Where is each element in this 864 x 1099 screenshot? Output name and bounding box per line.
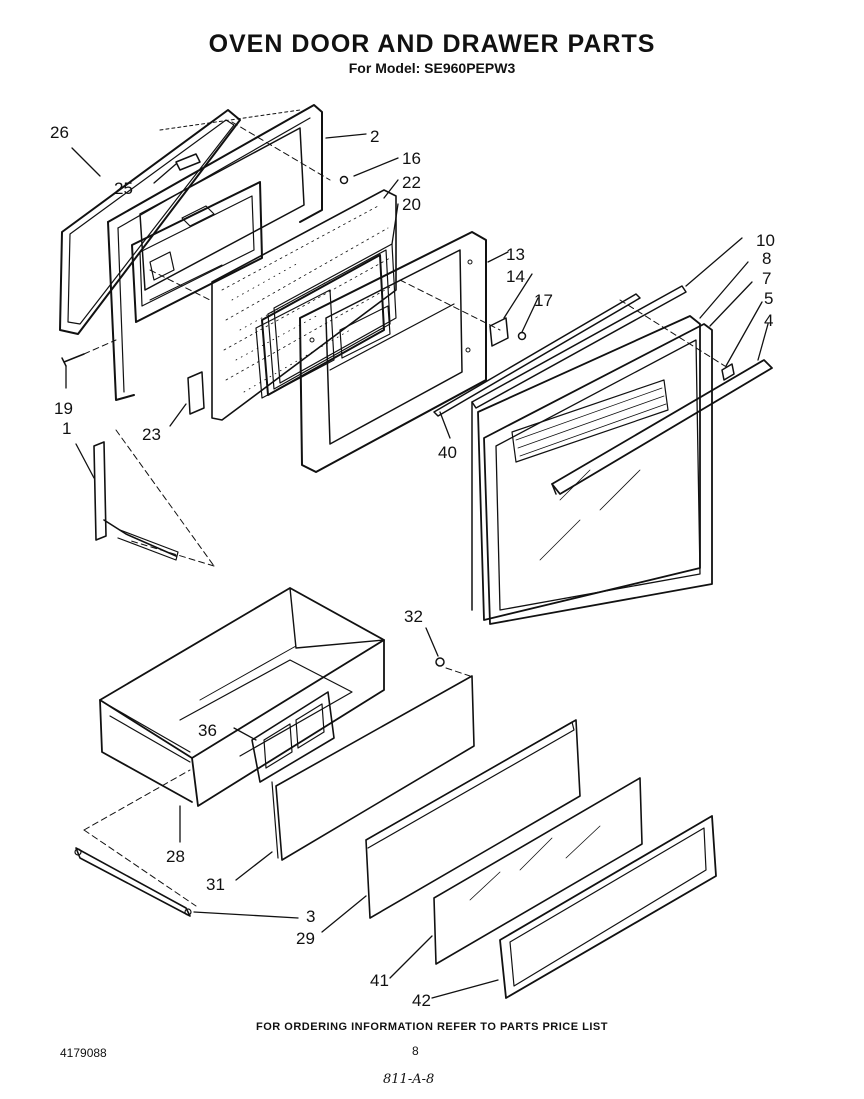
part-31-back-panel [271, 675, 475, 861]
callout-19: 19 [54, 399, 73, 418]
callout-36: 36 [198, 721, 217, 740]
callout-leaders [65, 133, 769, 999]
part-25-clip [175, 153, 201, 171]
part-16-screw [339, 175, 349, 185]
part-22-insulation [211, 189, 397, 421]
callout-40: 40 [438, 443, 457, 462]
callout-25: 25 [114, 179, 133, 198]
callout-17: 17 [534, 291, 553, 310]
callout-14: 14 [506, 267, 525, 286]
part-40-rail [433, 293, 641, 417]
callout-16: 16 [402, 149, 421, 168]
part-28-drawer-body [99, 587, 385, 807]
door-dashed-guides [83, 121, 729, 567]
part-19-screw [61, 353, 85, 367]
part-29-drawer-front [365, 719, 581, 919]
callout-7: 7 [762, 269, 771, 288]
part-5-handle-end [721, 363, 735, 381]
part-3-slide-rail [74, 847, 192, 917]
drawer-dashed-guides [83, 667, 471, 907]
part-26-door-gasket [59, 109, 241, 335]
callout-29: 29 [296, 929, 315, 948]
part-32-screw [435, 657, 445, 667]
callout-42: 42 [412, 991, 431, 1010]
document-number: 4179088 [60, 1046, 107, 1060]
callout-20: 20 [402, 195, 421, 214]
part-8-outer-frame [477, 315, 701, 621]
handwritten-note: 811-A-8 [383, 1072, 435, 1087]
callout-26: 26 [50, 123, 69, 142]
page-title: OVEN DOOR AND DRAWER PARTS [208, 30, 656, 58]
callout-2: 2 [370, 127, 379, 146]
callout-41: 41 [370, 971, 389, 990]
part-42-drawer-trim [499, 815, 717, 999]
ordering-note: FOR ORDERING INFORMATION REFER TO PARTS … [256, 1021, 608, 1033]
model-subtitle: For Model: SE960PEPW3 [348, 60, 516, 76]
page-number: 8 [412, 1044, 419, 1058]
callout-8: 8 [762, 249, 771, 268]
callout-31: 31 [206, 875, 225, 894]
callout-5: 5 [764, 289, 773, 308]
callout-22: 22 [402, 173, 421, 192]
part-7-door-front [483, 323, 713, 625]
callout-28: 28 [166, 847, 185, 866]
part-41-drawer-glass [433, 777, 643, 965]
part-36-drawer-bracket [251, 691, 335, 783]
part-1-hinge [93, 441, 179, 561]
callout-13: 13 [506, 245, 525, 264]
callout-4: 4 [764, 311, 773, 330]
callout-23: 23 [142, 425, 161, 444]
part-13-inner-panel [299, 231, 487, 473]
callout-3: 3 [306, 907, 315, 926]
part-10-trim-strip [471, 285, 687, 611]
part-14-hinge-clip [489, 317, 509, 347]
part-20-glass-pack [261, 243, 397, 396]
part-23-bracket [187, 371, 205, 415]
callout-32: 32 [404, 607, 423, 626]
part-17-screw [517, 331, 527, 341]
part-4-door-handle [551, 359, 773, 495]
part-2-door-liner [107, 104, 323, 401]
callout-10: 10 [756, 231, 775, 250]
callout-1: 1 [62, 419, 71, 438]
